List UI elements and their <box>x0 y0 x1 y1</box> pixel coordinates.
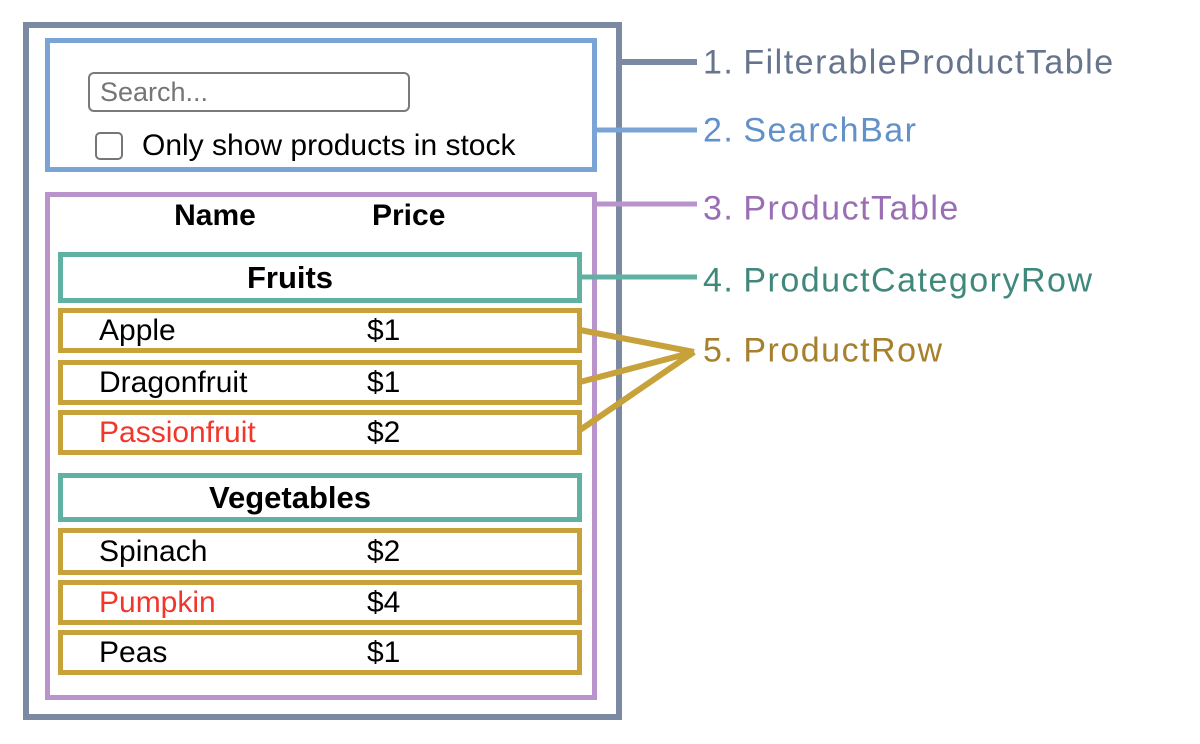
product-price: $1 <box>367 635 401 669</box>
legend-product-row: 5.ProductRow <box>703 332 944 371</box>
category-row-vegetables: Vegetables <box>58 473 582 522</box>
category-row-fruits: Fruits <box>58 252 582 303</box>
product-name: Dragonfruit <box>99 365 248 399</box>
product-name: Pumpkin <box>99 585 216 619</box>
legend-number: 4. <box>703 261 735 300</box>
legend-number: 2. <box>703 111 735 150</box>
legend-search-bar: 2.SearchBar <box>703 112 918 151</box>
product-price: $1 <box>367 365 401 399</box>
legend-label: ProductTable <box>743 189 960 228</box>
product-name: Passionfruit <box>99 415 256 449</box>
product-price: $2 <box>367 415 401 449</box>
column-header-price: Price <box>372 199 446 232</box>
search-input[interactable] <box>88 72 410 112</box>
column-header-name: Name <box>174 199 256 232</box>
product-name: Spinach <box>99 534 208 568</box>
legend-label: ProductRow <box>743 331 944 370</box>
legend-number: 5. <box>703 331 735 370</box>
search-bar-outline <box>45 38 597 172</box>
in-stock-checkbox[interactable] <box>95 132 123 160</box>
product-price: $4 <box>367 585 401 619</box>
product-row-peas: Peas $1 <box>58 630 582 675</box>
product-row-spinach: Spinach $2 <box>58 528 582 575</box>
product-table-outline <box>45 192 597 700</box>
legend-number: 3. <box>703 189 735 228</box>
product-row-pumpkin: Pumpkin $4 <box>58 580 582 625</box>
legend-label: ProductCategoryRow <box>743 261 1094 300</box>
legend-product-table: 3.ProductTable <box>703 190 960 229</box>
product-name: Apple <box>99 313 176 347</box>
legend-product-category-row: 4.ProductCategoryRow <box>703 262 1094 301</box>
legend-label: FilterableProductTable <box>743 43 1115 82</box>
in-stock-checkbox-label: Only show products in stock <box>142 129 516 162</box>
product-row-passionfruit: Passionfruit $2 <box>58 410 582 455</box>
category-label: Fruits <box>246 259 334 295</box>
table-header-row: Name Price <box>58 196 582 236</box>
stock-filter-row: Only show products in stock <box>95 129 516 162</box>
category-label: Vegetables <box>209 479 371 515</box>
product-row-dragonfruit: Dragonfruit $1 <box>58 360 582 405</box>
legend-filterable-product-table: 1.FilterableProductTable <box>703 44 1115 83</box>
legend-number: 1. <box>703 43 735 82</box>
product-price: $1 <box>367 313 401 347</box>
product-price: $2 <box>367 534 401 568</box>
legend-label: SearchBar <box>743 111 918 150</box>
product-name: Peas <box>99 635 168 669</box>
product-row-apple: Apple $1 <box>58 308 582 353</box>
